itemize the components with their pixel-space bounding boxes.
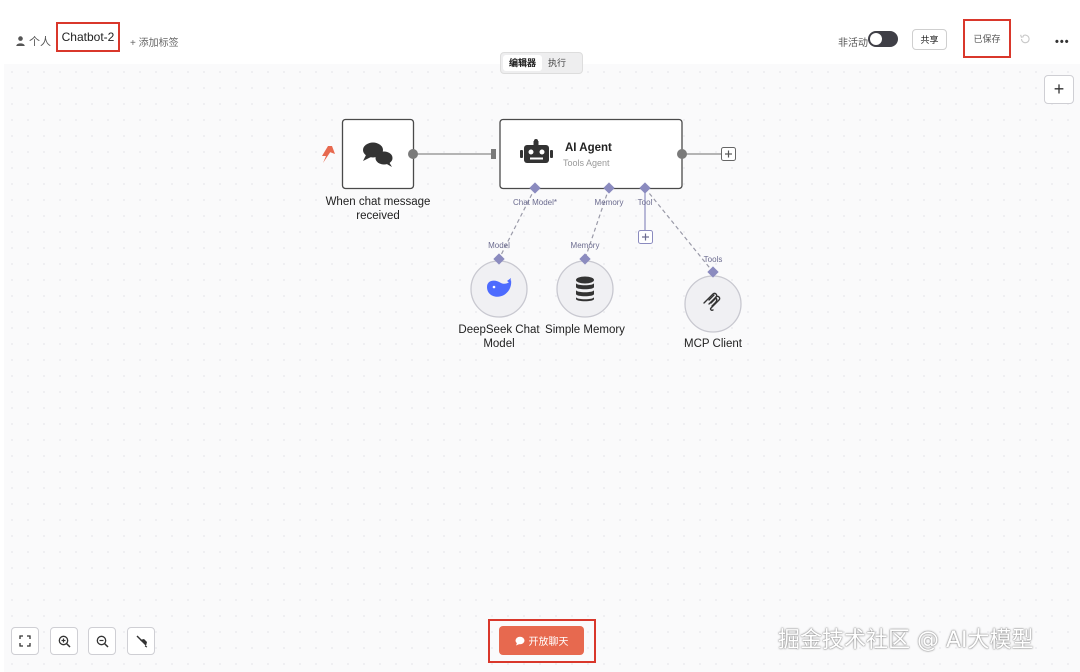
tab-executions[interactable]: 执行 — [548, 58, 567, 68]
fit-view-icon — [19, 635, 31, 647]
open-chat-highlight — [488, 619, 596, 663]
active-status-label: 非活动 — [838, 38, 868, 49]
user-icon — [16, 36, 25, 46]
memory-node-label: Simple Memory — [545, 324, 625, 336]
watermark-text: 掘金技术社区 @ AI大模型 — [778, 628, 1034, 653]
add-node-button[interactable]: + — [1044, 75, 1074, 104]
tidy-up-button[interactable] — [127, 627, 155, 655]
breadcrumb-owner: 个人 — [29, 36, 51, 48]
open-chat-label: 开放聊天 — [528, 637, 569, 648]
node-deepseek-chat-model[interactable] — [470, 260, 528, 318]
zoom-out-icon — [96, 635, 109, 648]
mcp-node-label: MCP Client — [684, 338, 742, 350]
share-button[interactable]: 共享 — [912, 29, 947, 50]
zoom-in-button[interactable] — [50, 627, 78, 655]
deepseek-label-line-2: Model — [483, 338, 515, 350]
workflow-name[interactable]: Chatbot-2 — [56, 22, 120, 52]
trigger-label-line-1: When chat message — [325, 196, 431, 208]
chat-bubble-icon — [515, 636, 524, 645]
node-chat-trigger[interactable] — [341, 118, 415, 190]
more-options-icon[interactable]: ••• — [1055, 36, 1070, 48]
mode-switch: 编辑器 执行 — [500, 52, 583, 74]
node-simple-memory[interactable] — [556, 260, 614, 318]
fit-view-button[interactable] — [11, 627, 39, 655]
broom-icon — [136, 635, 147, 647]
history-icon[interactable] — [1019, 33, 1031, 45]
add-tool-button[interactable] — [638, 230, 653, 244]
zoom-out-button[interactable] — [88, 627, 116, 655]
trigger-label-line-2: received — [356, 210, 400, 222]
breadcrumb[interactable]: 个人 — [16, 33, 51, 49]
open-chat-button[interactable]: 开放聊天 — [499, 626, 584, 655]
deepseek-label-line-1: DeepSeek Chat — [458, 324, 540, 336]
saved-button[interactable]: 已保存 — [963, 19, 1011, 58]
trigger-node-label: When chat message received — [318, 195, 438, 223]
toggle-knob — [870, 33, 882, 45]
zoom-in-icon — [58, 635, 71, 648]
add-tag-button[interactable]: + 添加标签 — [130, 38, 179, 49]
deepseek-node-label: DeepSeek Chat Model — [452, 323, 546, 351]
active-toggle[interactable] — [868, 31, 898, 47]
add-output-node-button[interactable] — [721, 147, 736, 161]
node-ai-agent[interactable] — [499, 118, 683, 190]
node-mcp-client[interactable] — [684, 275, 742, 333]
tab-editor[interactable]: 编辑器 — [503, 55, 543, 71]
